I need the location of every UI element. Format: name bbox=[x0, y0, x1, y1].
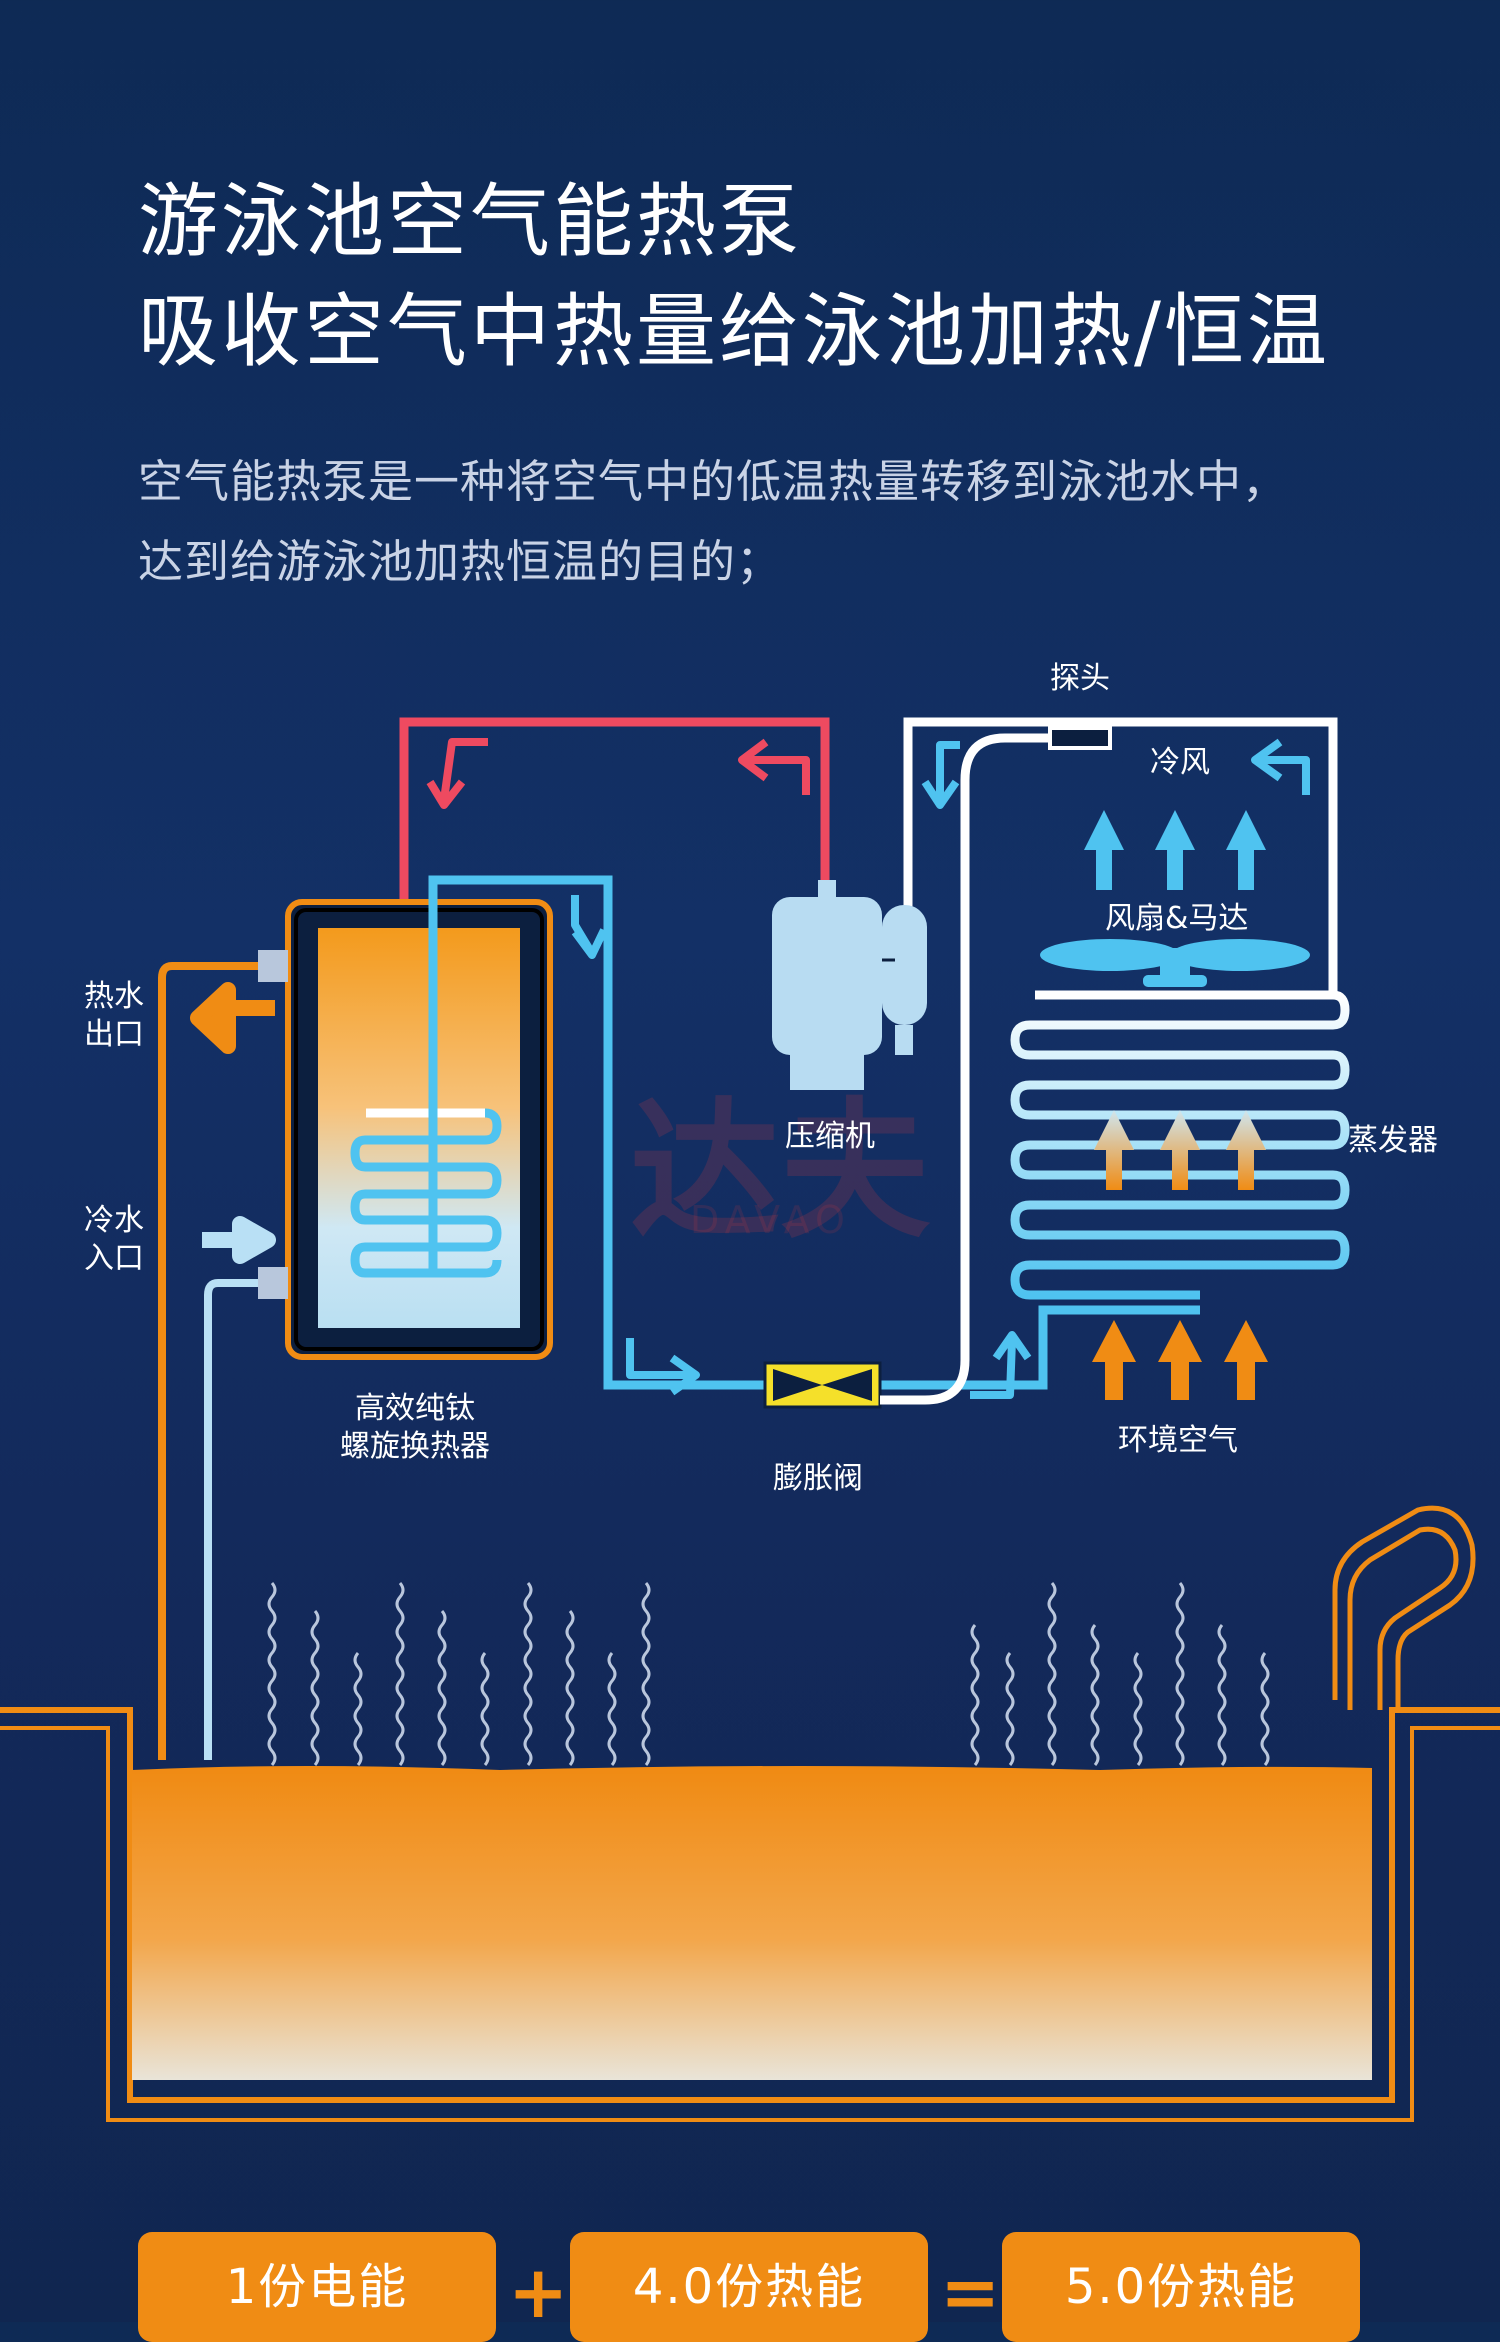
hot-water-outlet-label-2: 出口 bbox=[84, 1017, 144, 1052]
heat-wave bbox=[1090, 1624, 1100, 1766]
brand-watermark-sub: DAVAO bbox=[690, 1198, 851, 1242]
fan-motor bbox=[1040, 939, 1310, 987]
heat-wave bbox=[1175, 1582, 1185, 1766]
compressor bbox=[772, 880, 927, 1090]
evaporator-arrows bbox=[1094, 1110, 1266, 1190]
description-line-1: 空气能热泵是一种将空气中的低温热量转移到泳池水中， bbox=[138, 455, 1289, 508]
heat-wave bbox=[437, 1610, 447, 1766]
cold-wind-arrows bbox=[1084, 810, 1266, 890]
heat-wave bbox=[1047, 1582, 1057, 1766]
equation-electric-energy: 1份电能 bbox=[138, 2232, 496, 2342]
heat-wave bbox=[1133, 1652, 1143, 1766]
heat-exchanger-label-1: 高效纯钛 bbox=[355, 1391, 475, 1426]
heat-exchanger-label-2: 螺旋换热器 bbox=[340, 1429, 490, 1464]
heat-wave bbox=[523, 1582, 533, 1766]
equation-heat-energy: 4.0份热能 bbox=[570, 2232, 928, 2342]
equation-total-heat: 5.0份热能 bbox=[1002, 2232, 1360, 2342]
expansion-valve bbox=[763, 1361, 882, 1409]
heat-wave bbox=[565, 1610, 575, 1766]
hot-water-outlet-label-1: 热水 bbox=[84, 979, 144, 1014]
heat-wave bbox=[641, 1582, 651, 1766]
titanium-heat-exchanger bbox=[285, 899, 553, 1360]
fan-motor-label: 风扇&马达 bbox=[1105, 901, 1249, 936]
expansion-valve-label: 膨胀阀 bbox=[773, 1461, 863, 1496]
cold-water-pipe bbox=[202, 1216, 288, 1760]
swimming-pool bbox=[0, 1505, 1500, 2122]
title-line-2: 吸收空气中热量给泳池加热/恒温 bbox=[138, 285, 1330, 378]
suction-pipe bbox=[880, 717, 1338, 1405]
cold-wind-label: 冷风 bbox=[1150, 745, 1210, 780]
heat-wave bbox=[353, 1652, 363, 1766]
cold-water-inlet-label-1: 冷水 bbox=[84, 1203, 144, 1238]
hot-water-pipe bbox=[158, 950, 288, 1760]
evaporator-label: 蒸发器 bbox=[1348, 1123, 1438, 1158]
heat-wave bbox=[1260, 1652, 1270, 1766]
heat-wave bbox=[1005, 1652, 1015, 1766]
heat-waves bbox=[267, 1582, 1270, 1766]
heat-wave bbox=[480, 1652, 490, 1766]
heat-wave bbox=[395, 1582, 405, 1766]
evaporator-coil bbox=[1010, 990, 1350, 1300]
probe-label: 探头 bbox=[1050, 661, 1110, 696]
cold-water-inlet-label-2: 入口 bbox=[84, 1241, 144, 1276]
heat-wave bbox=[310, 1610, 320, 1766]
compressor-label: 压缩机 bbox=[785, 1119, 875, 1154]
heat-wave bbox=[1217, 1624, 1227, 1766]
brand-watermark: 达夫 bbox=[630, 1085, 931, 1259]
ambient-air-label: 环境空气 bbox=[1118, 1423, 1238, 1458]
ambient-air-arrows bbox=[1092, 1320, 1268, 1400]
title-line-1: 游泳池空气能热泵 bbox=[138, 175, 802, 268]
heat-wave bbox=[267, 1582, 277, 1766]
heat-wave bbox=[970, 1624, 980, 1766]
description-line-2: 达到给游泳池加热恒温的目的； bbox=[138, 535, 783, 588]
heat-wave bbox=[607, 1652, 617, 1766]
equation-equals: = bbox=[940, 2250, 1001, 2334]
equation-plus: + bbox=[508, 2250, 569, 2334]
